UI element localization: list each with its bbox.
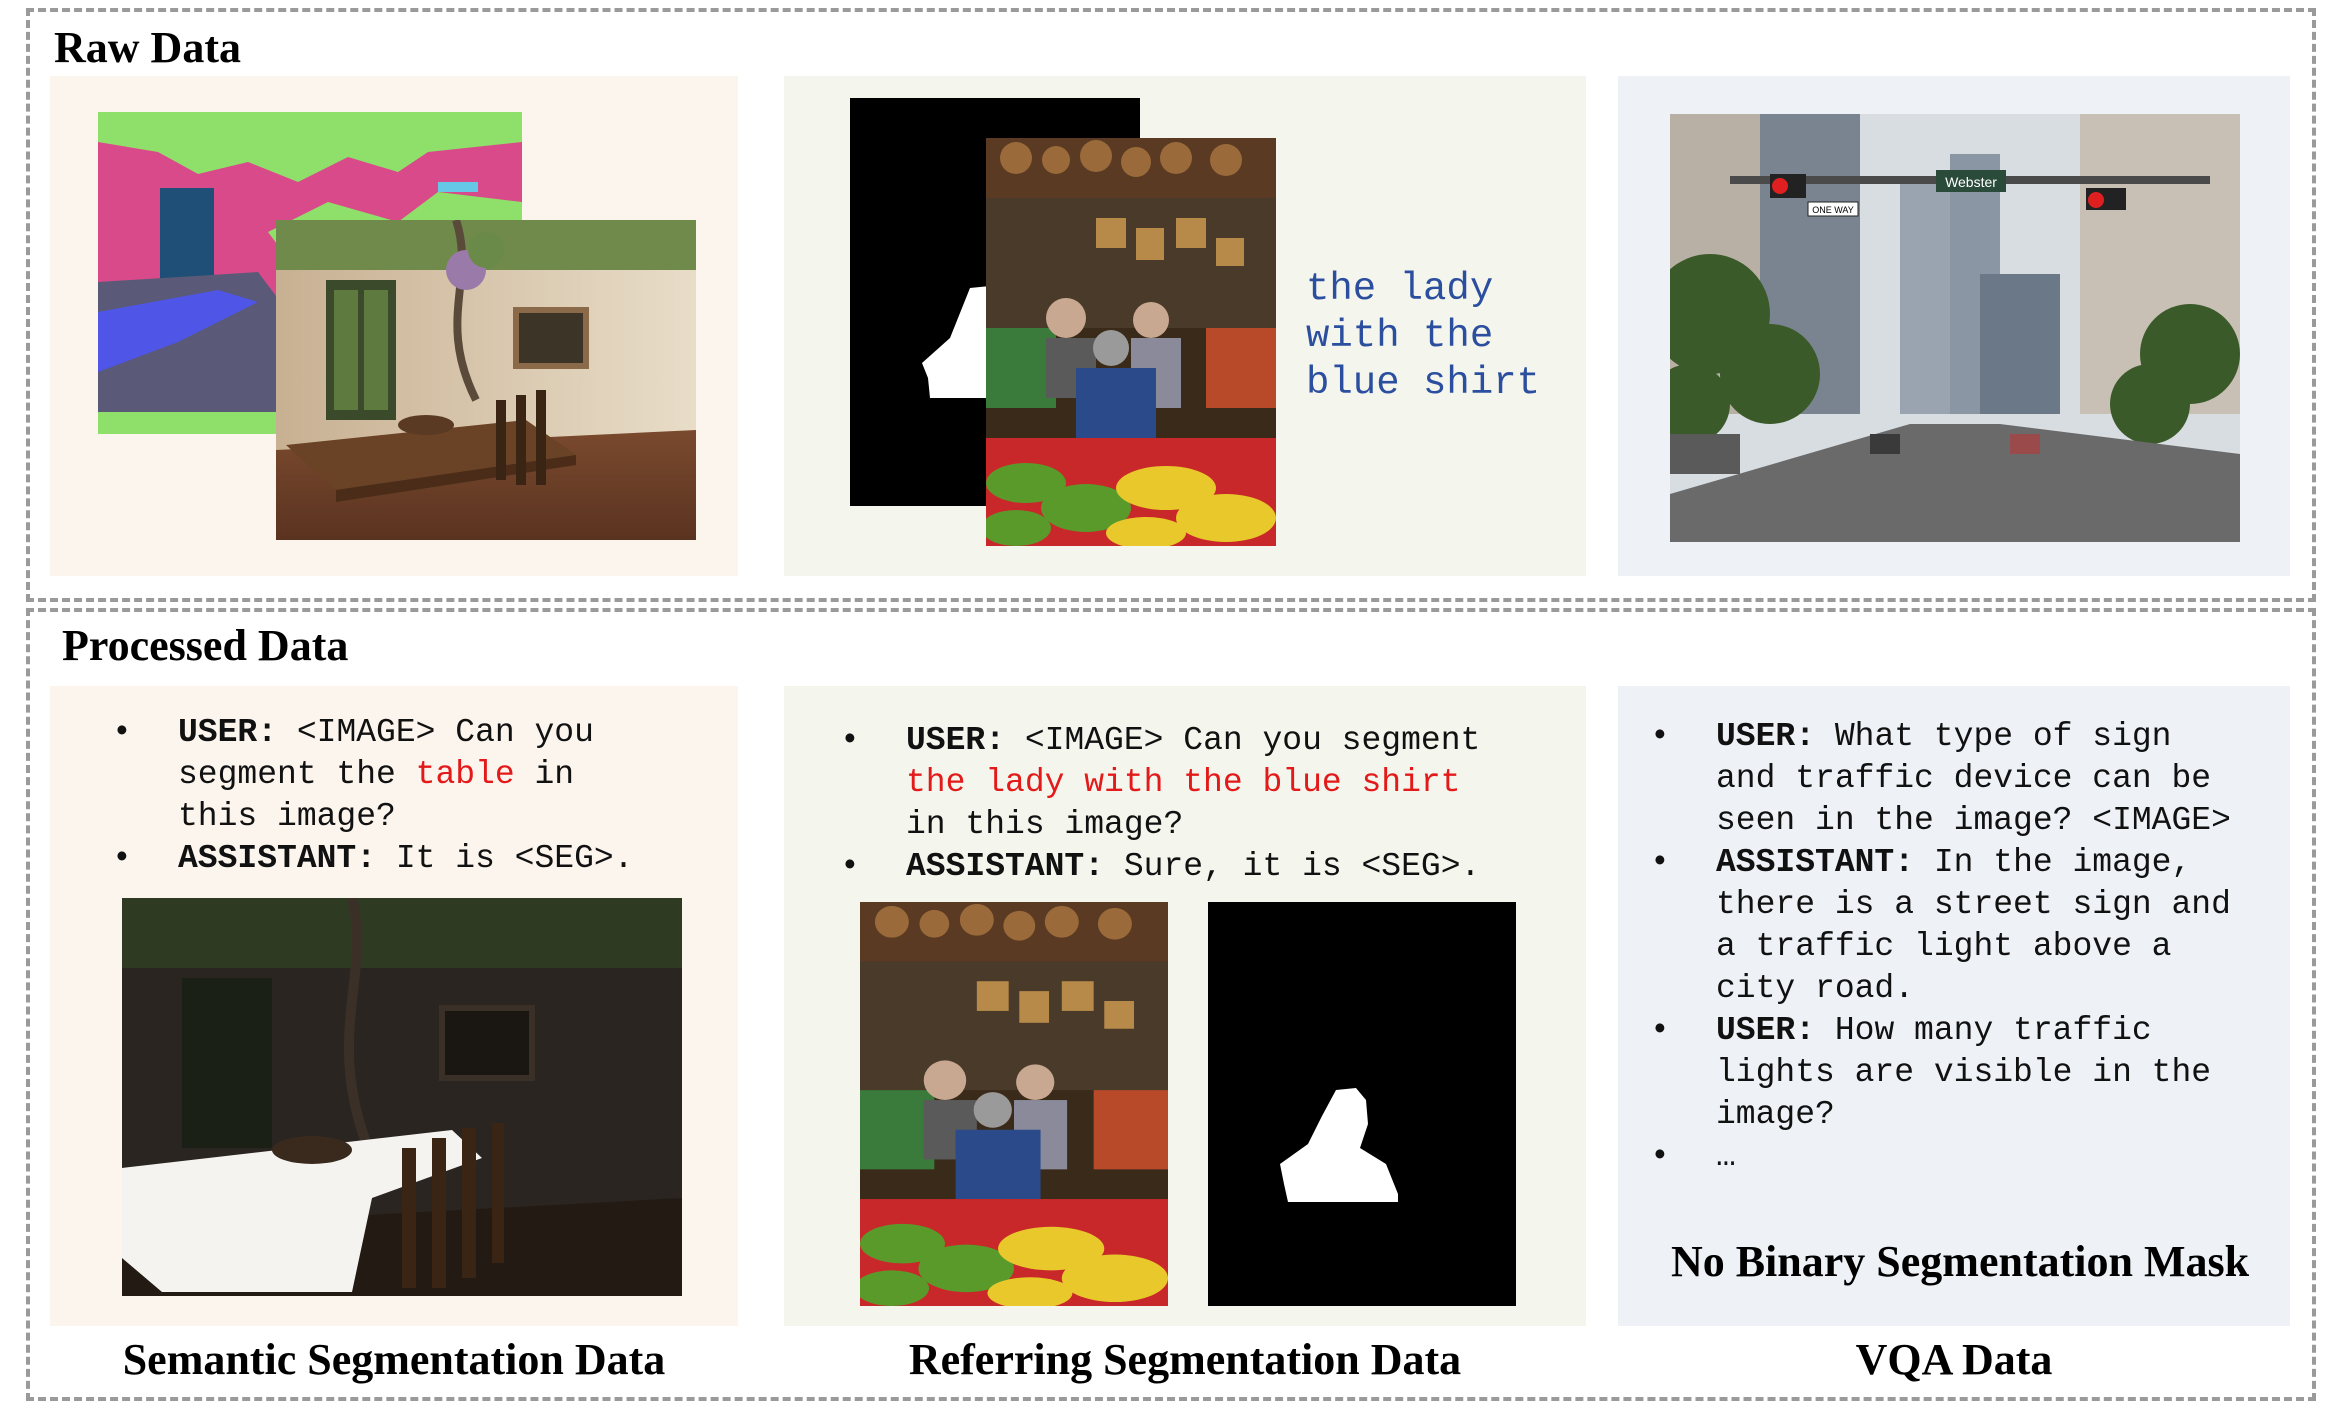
caption-referring: Referring Segmentation Data [908,1335,1462,1384]
user-label: USER: [906,722,1006,759]
caption-vqa: VQA Data [1855,1335,2053,1384]
assistant-label: ASSISTANT: [1716,844,1915,881]
assistant-label: ASSISTANT: [906,848,1105,885]
caption-semantic: Semantic Segmentation Data [122,1335,666,1384]
assistant-text: a traffic light above a [1716,928,2172,965]
dialogue-turn: • ASSISTANT: Sure, it is <SEG>. [840,846,1566,888]
user-text: seen in the image? <IMAGE> [1716,802,2231,839]
semantic-target: table [415,756,515,793]
bullet: • [1650,1138,1670,1175]
dialogue-turn: • USER: <IMAGE> Can you segment the lady w… [840,720,1566,846]
one-way-sign-text: ONE WAY [1812,205,1854,215]
referring-expression-line: with the [1306,314,1494,358]
ellipsis: … [1716,1138,1736,1175]
bullet: • [1650,844,1670,881]
semantic-mask-overlay-photo [122,898,682,1296]
user-label: USER: [178,714,278,751]
dialogue-turn: •… [1650,1136,2286,1178]
dialogue-turn: • USER: What type of sign and traffic devi… [1650,716,2286,842]
user-text: lights are visible in the [1716,1054,2212,1091]
dialogue-turn: • USER: How many traffic lights are visibl… [1650,1010,2286,1136]
user-text: segment the [178,756,416,793]
dialogue-turn: • ASSISTANT: In the image, there is a stre… [1650,842,2286,1010]
market-photo-processed [860,902,1168,1306]
referring-mask-processed [1208,902,1516,1306]
no-mask-label: No Binary Segmentation Mask [1670,1237,2250,1286]
assistant-text: there is a street sign and [1716,886,2231,923]
user-text: image? [1716,1096,1835,1133]
user-text: this image? [178,798,396,835]
assistant-text: In the image, [1914,844,2192,881]
bullet: • [112,840,132,877]
referring-dialogue: • USER: <IMAGE> Can you segment the lady w… [840,720,1566,888]
user-text: What type of sign [1815,718,2172,755]
bullet: • [840,848,860,885]
user-text: in [514,756,575,793]
processed-data-section [26,608,2316,1401]
processed-vqa-panel [1618,686,2290,1326]
user-label: USER: [1716,1012,1816,1049]
vqa-dialogue: • USER: What type of sign and traffic devi… [1650,716,2286,1178]
assistant-text: Sure, it is <SEG>. [1104,848,1481,885]
raw-data-section [26,8,2316,602]
street-photo: Webster ONE WAY [1670,114,2240,542]
referring-target: the lady with the blue shirt [906,764,1461,801]
bullet: • [1650,718,1670,755]
user-text: <IMAGE> Can you segment [1005,722,1481,759]
referring-expression-line: the lady [1306,267,1494,311]
user-text: <IMAGE> Can you [296,714,594,751]
referring-expression: the lady with the blue shirt [1306,266,1540,407]
user-text: How many traffic [1815,1012,2152,1049]
user-text: in this image? [906,806,1184,843]
bullet: • [840,722,860,759]
bullet: • [112,714,132,751]
processed-data-title: Processed Data [62,621,349,670]
assistant-label: ASSISTANT: [178,840,377,877]
assistant-text: city road. [1716,970,1915,1007]
dialogue-turn: • ASSISTANT: It is <SEG>. [112,838,718,880]
raw-data-title: Raw Data [54,23,241,72]
user-text: and traffic device can be [1716,760,2212,797]
market-photo-raw [986,138,1276,546]
assistant-text: It is <SEG>. [376,840,634,877]
referring-expression-line: blue shirt [1306,361,1541,405]
bullet: • [1650,1012,1670,1049]
user-label: USER: [1716,718,1816,755]
street-sign-text: Webster [1945,174,1997,190]
dining-room-photo [276,220,696,540]
